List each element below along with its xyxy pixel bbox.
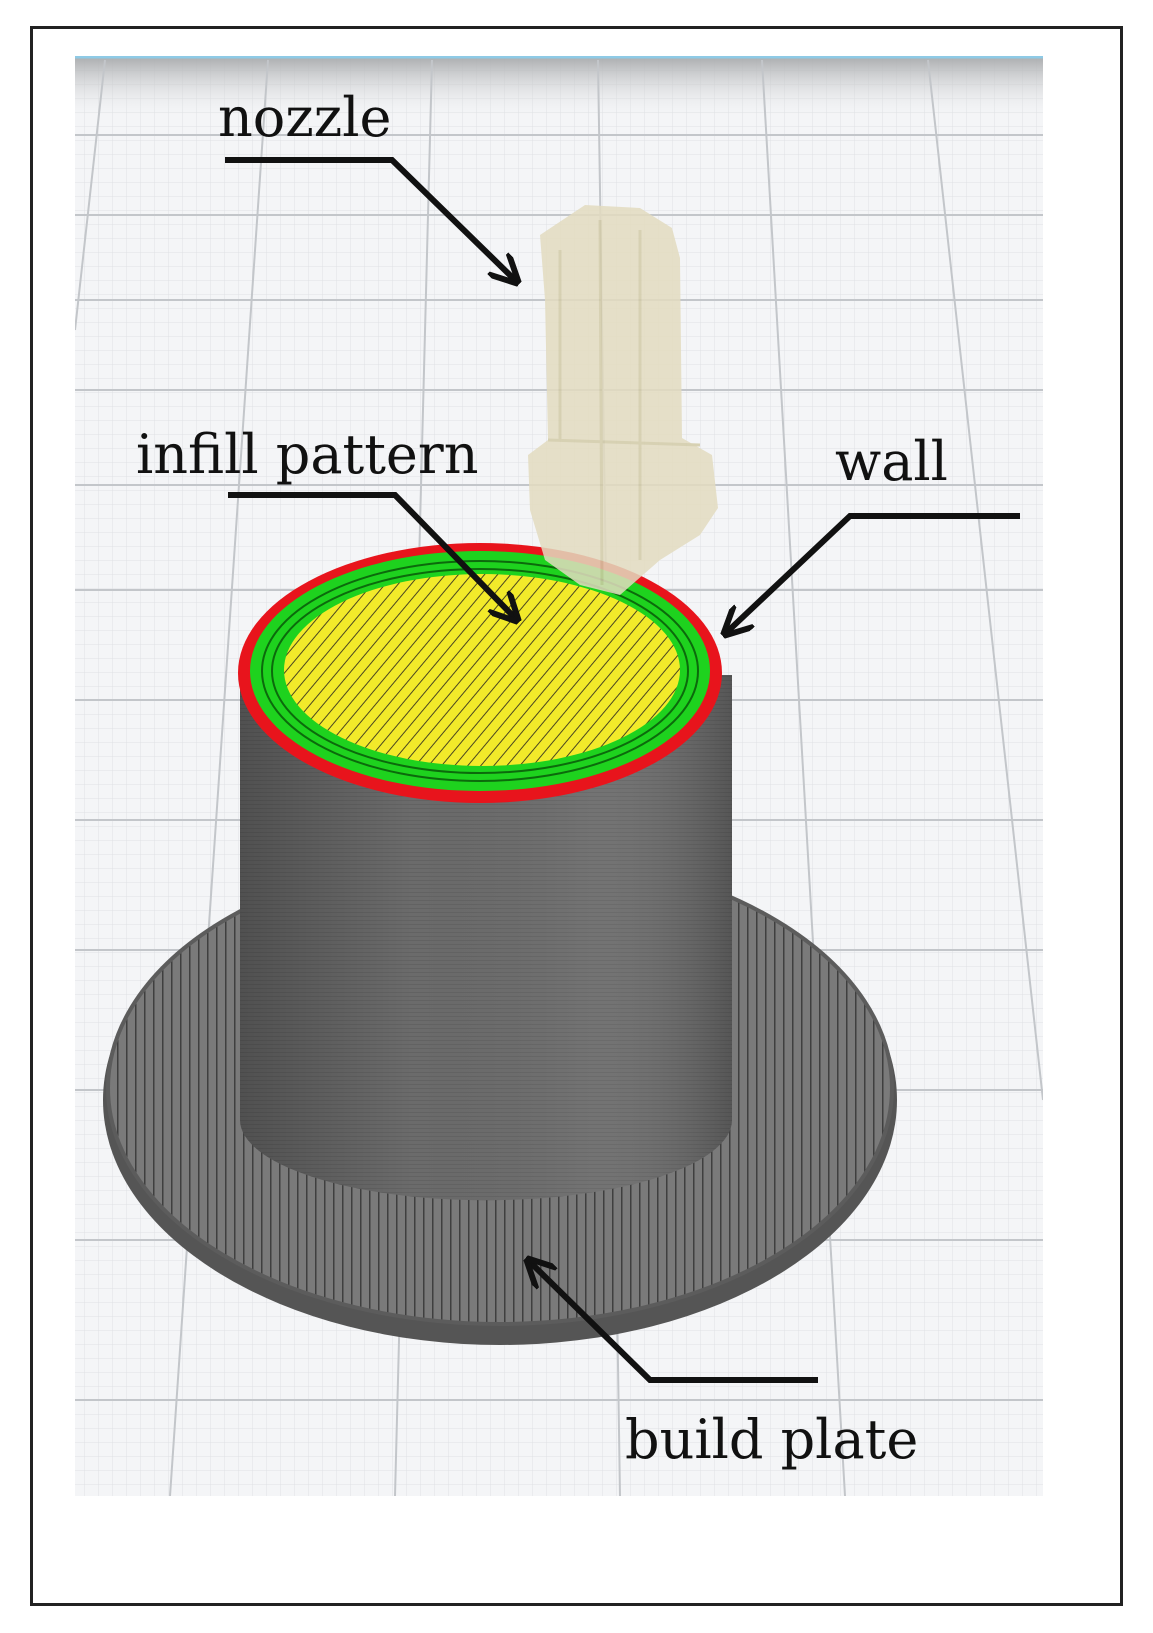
build-plate-label: build plate <box>625 1408 918 1471</box>
nozzle-label: nozzle <box>218 86 391 149</box>
infill-pattern-label: infill pattern <box>136 423 478 486</box>
infill-area <box>284 574 680 766</box>
printed-cylinder <box>240 675 732 1201</box>
nozzle-model <box>528 205 718 595</box>
wall-arrow <box>727 513 1020 632</box>
infill-arrow <box>228 492 515 618</box>
annotation-arrows <box>225 157 1020 1383</box>
top-layer <box>238 543 722 803</box>
wall-label: wall <box>835 430 948 493</box>
nozzle-arrow <box>225 157 515 280</box>
build-plate-arrow <box>530 1262 818 1383</box>
